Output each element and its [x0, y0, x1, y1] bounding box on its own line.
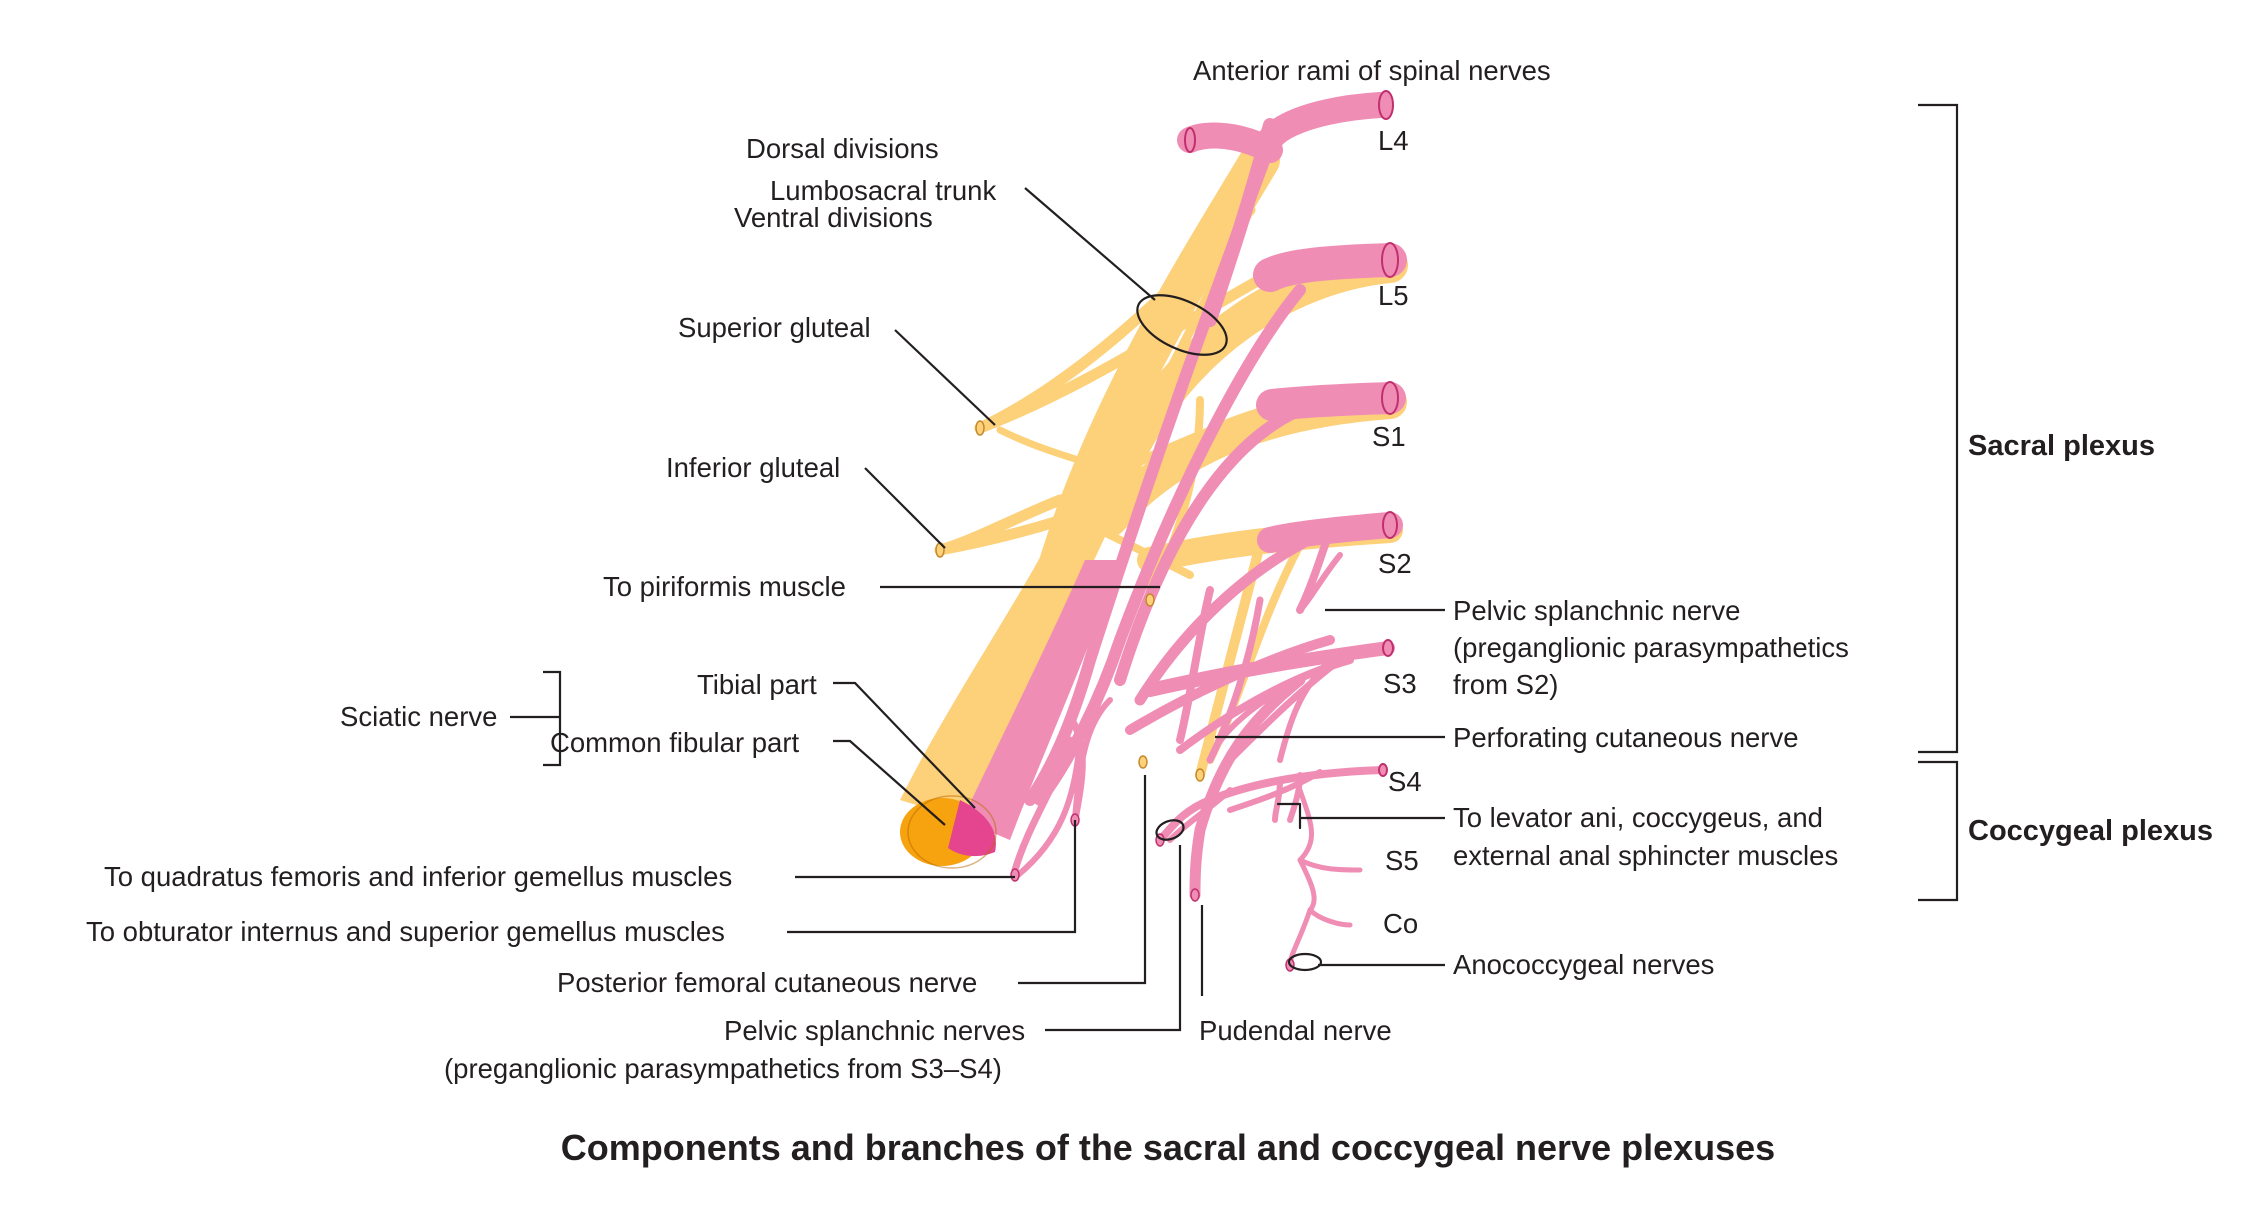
nerve-illustration: [900, 90, 1408, 972]
label-anterior-rami: Anterior rami of spinal nerves: [1193, 55, 1551, 86]
label-tibial-part: Tibial part: [697, 669, 817, 700]
label-root-s4: S4: [1388, 766, 1422, 797]
labels: Anterior rami of spinal nerves L4 L5 S1 …: [86, 55, 2213, 1168]
label-pudendal-nerve: Pudendal nerve: [1199, 1015, 1392, 1046]
label-to-quadratus: To quadratus femoris and inferior gemell…: [104, 861, 732, 892]
label-perforating-cutaneous: Perforating cutaneous nerve: [1453, 722, 1799, 753]
ventral-division-branches: [1011, 144, 1354, 878]
s3-ramus: [1143, 641, 1395, 697]
l5-ramus: [1253, 243, 1407, 292]
sciatic-nerve-cut-end: [900, 795, 997, 869]
l4-ramus: [1177, 92, 1393, 163]
s1-ramus: [1256, 382, 1406, 421]
label-sciatic-nerve: Sciatic nerve: [340, 701, 497, 732]
s2-ramus: [1257, 512, 1403, 553]
label-root-l5: L5: [1378, 280, 1409, 311]
label-sacral-plexus: Sacral plexus: [1968, 430, 2155, 462]
sciatic-nerve-tibial-part: [962, 560, 1120, 840]
figure-caption: Components and branches of the sacral an…: [561, 1127, 1775, 1168]
label-to-levator-ani: To levator ani, coccygeus, and: [1453, 802, 1823, 833]
label-lumbosacral-trunk: Lumbosacral trunk: [770, 175, 996, 206]
coccygeal-branches: [1156, 766, 1387, 968]
ramus-cut-ends: [1184, 90, 1399, 777]
branch-cut-ends: [935, 420, 1205, 782]
label-root-l4: L4: [1378, 125, 1409, 156]
label-pelvic-splanchnic-nerve-note1: (preganglionic parasympathetics: [1453, 632, 1849, 663]
label-root-s1: S1: [1372, 421, 1406, 452]
levator-bracket: [1276, 802, 1302, 830]
label-root-s5: S5: [1385, 845, 1419, 876]
label-dorsal-divisions: Dorsal divisions: [746, 133, 939, 164]
label-pelvic-splanchnic-nerve: Pelvic splanchnic nerve: [1453, 595, 1740, 626]
pelvic-splanchnic-ring: [1155, 819, 1185, 841]
anococcygeal-ring: [1287, 952, 1323, 972]
label-pelvic-splanchnic-nerves-note: (preganglionic parasympathetics from S3–…: [444, 1053, 1002, 1084]
lumbosacral-trunk-ring: [1136, 294, 1228, 356]
label-root-co: Co: [1383, 908, 1418, 939]
label-pelvic-splanchnic-nerve-note2: from S2): [1453, 669, 1558, 700]
label-root-s2: S2: [1378, 548, 1412, 579]
label-inferior-gluteal: Inferior gluteal: [666, 452, 840, 483]
label-to-levator-ani-line2: external anal sphincter muscles: [1453, 840, 1838, 871]
leader-lines: [510, 103, 1959, 1032]
label-superior-gluteal: Superior gluteal: [678, 312, 871, 343]
label-to-obturator: To obturator internus and superior gemel…: [86, 916, 725, 947]
label-pelvic-splanchnic-nerves: Pelvic splanchnic nerves: [724, 1015, 1025, 1046]
label-to-piriformis: To piriformis muscle: [603, 571, 846, 602]
label-coccygeal-plexus: Coccygeal plexus: [1968, 815, 2213, 847]
label-root-s3: S3: [1383, 668, 1417, 699]
label-anococcygeal: Anococcygeal nerves: [1453, 949, 1714, 980]
label-posterior-femoral: Posterior femoral cutaneous nerve: [557, 967, 977, 998]
label-ventral-divisions: Ventral divisions: [734, 202, 933, 233]
label-common-fibular-part: Common fibular part: [550, 727, 799, 758]
